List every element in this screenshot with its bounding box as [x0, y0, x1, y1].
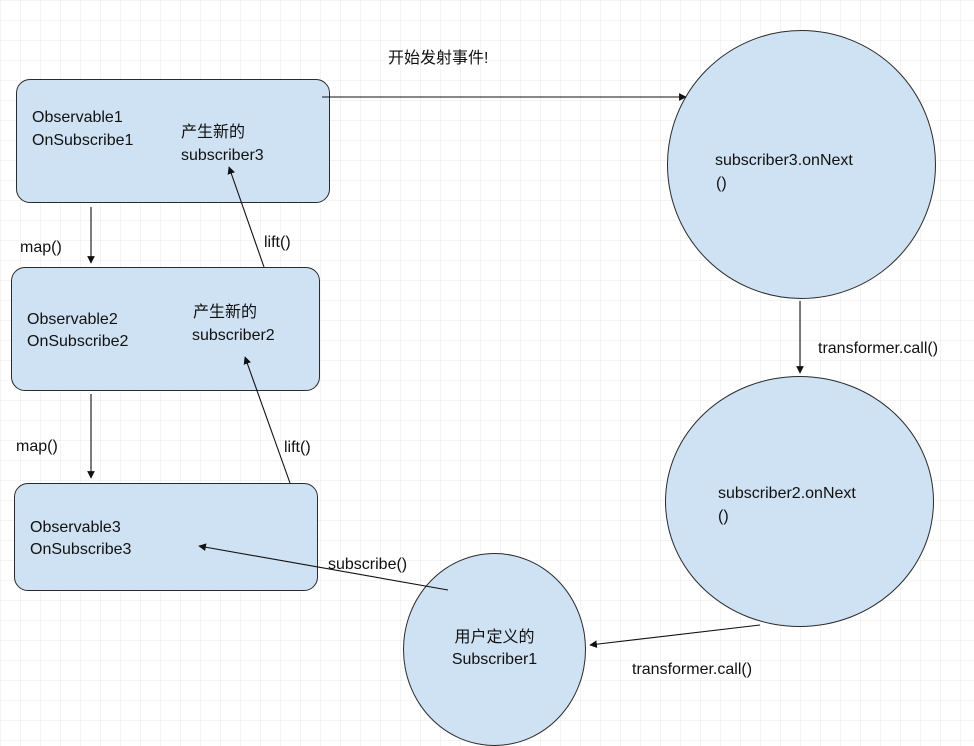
subscriber3-onnext-circle[interactable]: [667, 30, 936, 299]
map1-label: map(): [20, 239, 62, 256]
observable2-note-line1: 产生新的: [193, 304, 258, 321]
transformer1-label: transformer.call(): [818, 340, 939, 357]
observable1-note-line2: subscriber3: [181, 147, 264, 164]
start-emit-label: 开始发射事件!: [388, 50, 489, 67]
subscriber2-onnext-label-line2: (): [718, 508, 729, 525]
observable1-label-line2: OnSubscribe1: [32, 132, 134, 149]
edge-transformer2: [589, 624, 761, 649]
subscriber1-label-line1: 用户定义的: [454, 629, 535, 646]
subscriber2-onnext-label-line1: subscriber2.onNext: [718, 485, 856, 502]
observable2-note-line2: subscriber2: [192, 327, 275, 344]
observable1-note-line1: 产生新的: [181, 124, 246, 141]
observable1-box[interactable]: [16, 79, 330, 203]
lift1-label: lift(): [264, 234, 291, 251]
subscriber3-onnext-label-line2: (): [716, 175, 727, 192]
observable1-label-line1: Observable1: [32, 109, 123, 126]
observable3-label-line2: OnSubscribe3: [30, 541, 132, 558]
subscriber3-onnext-label-line1: subscriber3.onNext: [715, 152, 853, 169]
map2-label: map(): [16, 438, 58, 455]
observable3-label-line1: Observable3: [30, 519, 121, 536]
lift2-label: lift(): [284, 439, 311, 456]
transformer2-label: transformer.call(): [632, 661, 753, 678]
observable2-label-line2: OnSubscribe2: [27, 333, 129, 350]
observable2-label-line1: Observable2: [27, 311, 118, 328]
subscriber1-label-line2: Subscriber1: [451, 651, 538, 668]
subscriber2-onnext-circle[interactable]: [665, 376, 934, 627]
subscribe-label: subscribe(): [328, 556, 408, 573]
